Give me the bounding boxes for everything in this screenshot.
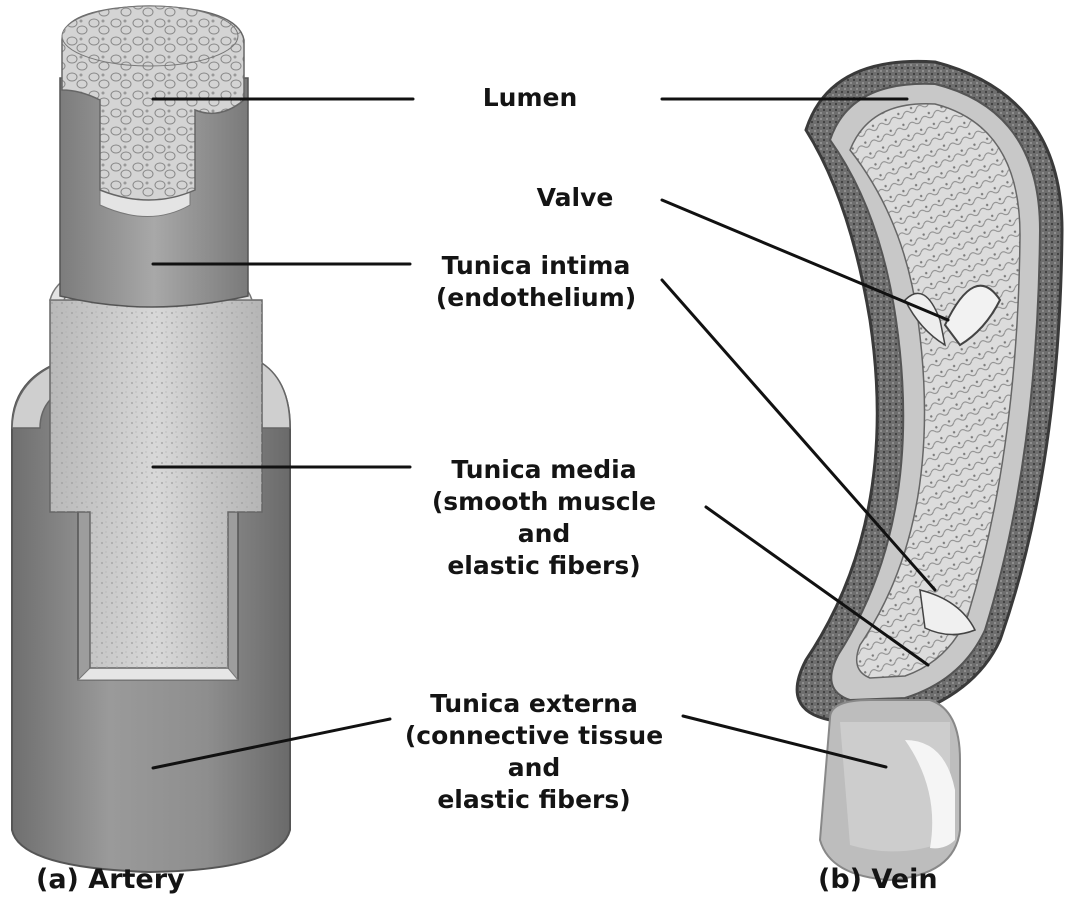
label-tunica-media: Tunica media (smooth muscle and elastic … — [404, 454, 684, 582]
label-tunica-intima: Tunica intima (endothelium) — [413, 250, 659, 314]
label-lumen: Lumen — [470, 82, 590, 114]
label-valve: Valve — [520, 182, 630, 214]
caption-vein: (b) Vein — [818, 864, 938, 896]
label-tunica-externa: Tunica externa (connective tissue and el… — [384, 688, 684, 816]
vein-illustration — [797, 59, 1062, 880]
artery-illustration — [12, 6, 290, 872]
caption-artery: (a) Artery — [36, 864, 185, 896]
